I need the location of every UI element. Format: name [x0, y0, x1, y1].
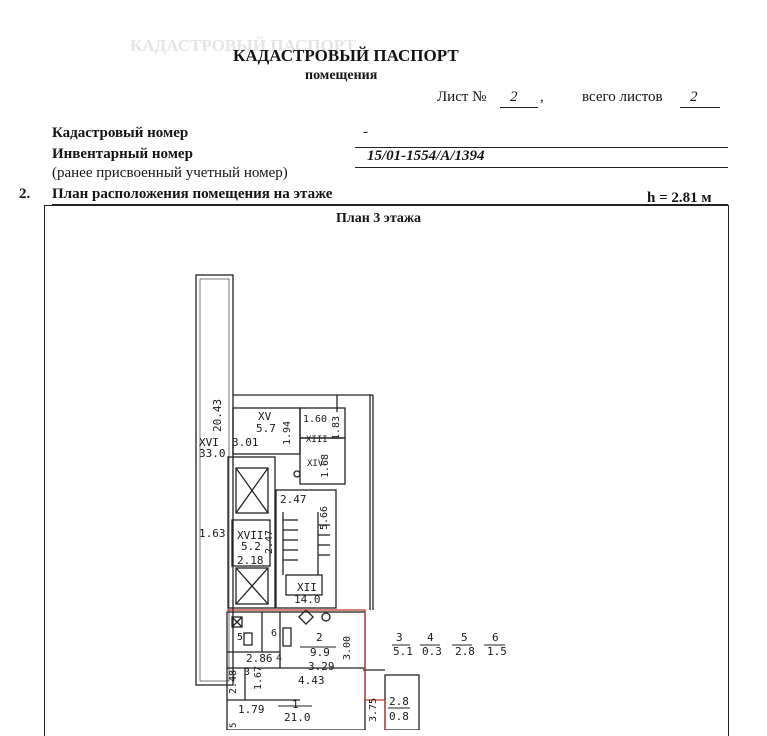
room-xiv-outline: [299, 437, 346, 485]
plan-wall-stroke: [235, 567, 269, 605]
plan-wall-stroke: [243, 632, 253, 646]
section-title: План расположения помещения на этаже: [52, 186, 333, 202]
dim-3-01: 3.01: [232, 436, 259, 449]
room-4-id: 4: [427, 631, 434, 644]
cadastral-number-line: [355, 147, 728, 148]
plan-frame: [44, 205, 729, 736]
room-xii-area: 14.0: [294, 593, 321, 606]
sheet-number-underline: [500, 107, 538, 108]
room-xiv-id: XIV: [307, 459, 324, 469]
dim-1-67: 1.67: [253, 666, 264, 690]
plan-wall-stroke: [293, 470, 301, 478]
plan-title: План 3 этажа: [336, 211, 422, 226]
room-xv-area: 5.7: [256, 422, 276, 435]
room-3-area: 5.1: [393, 645, 413, 658]
inventory-number-label: Инвентарный номер: [52, 146, 193, 162]
apartment-boundary-red: [227, 609, 386, 730]
dim-1-83: 1.83: [331, 416, 342, 440]
inventory-number-value: 15/01-1554/А/1394: [367, 148, 485, 164]
dim-20-43: 20.43: [211, 399, 224, 432]
cadastral-number-label: Кадастровый номер: [52, 125, 189, 141]
room-xvii-area: 5.2: [241, 540, 261, 553]
room-xv-id: XV: [258, 410, 272, 423]
section-number: 2.: [19, 186, 31, 202]
room-2-id: 2: [316, 631, 323, 644]
plan-wall-stroke: [285, 574, 323, 596]
dim-4-43: 4.43: [298, 674, 325, 687]
sheet-separator: ,: [540, 89, 544, 105]
room-5-area: 2.8: [455, 645, 475, 658]
room-3-id: 3: [396, 631, 403, 644]
dim-bottom-5: 5: [229, 723, 239, 728]
dim-1-63: 1.63: [199, 527, 226, 540]
dim-1-94: 1.94: [282, 421, 293, 445]
sheet-number: 2: [510, 89, 518, 105]
section-underline: [52, 204, 728, 205]
sheet-label: Лист №: [437, 89, 487, 105]
room-extra-area-bottom: 0.8: [389, 710, 409, 723]
room-1-area: 21.0: [284, 711, 311, 724]
dim-1-60: 1.60: [303, 414, 327, 425]
room-3-small-label: 3: [244, 667, 250, 678]
plan-wall-stroke: [235, 567, 269, 605]
inventory-number-line: [355, 167, 728, 168]
total-sheets-label: всего листов: [582, 89, 663, 105]
room-2-area: 9.9: [310, 646, 330, 659]
inventory-number-note: (ранее присвоенный учетный номер): [52, 165, 288, 181]
room-6-id: 6: [492, 631, 499, 644]
ghost-stamp-text: КАДАСТРОВЫЙ ПАСПОРТ: [130, 36, 356, 55]
room-xvi-outline: [195, 274, 234, 686]
plan-wall-stroke: [231, 616, 243, 628]
room-xvii-id: XVII: [237, 529, 264, 542]
room-xvii-outline: [231, 519, 271, 567]
dim-2-86: 2.86: [246, 652, 273, 665]
room-6-small-label: 6: [271, 628, 277, 639]
room-5-id: 5: [461, 631, 468, 644]
plan-wall-stroke: [199, 278, 230, 682]
plan-wall-stroke: [231, 616, 243, 628]
room-4-small-label: 4: [276, 653, 282, 664]
document-title: КАДАСТРОВЫЙ ПАСПОРТ: [233, 46, 459, 65]
room-xii-id: XII: [297, 581, 317, 594]
total-sheets-number: 2: [690, 89, 698, 105]
room-5-small-label: 5: [237, 632, 243, 643]
dim-2-48: 2.48: [228, 670, 239, 694]
dim-2-47-side: 2.47: [264, 530, 275, 554]
dim-3-29: 3.29: [308, 660, 335, 673]
plan-wall-stroke: [235, 467, 269, 514]
plan-wall-stroke: [282, 627, 292, 647]
room-4-area: 0.3: [422, 645, 442, 658]
total-sheets-underline: [680, 107, 720, 108]
dim-2-47-top: 2.47: [280, 493, 307, 506]
document-subtitle: помещения: [305, 68, 378, 83]
dim-1-79: 1.79: [238, 703, 265, 716]
ceiling-height: h = 2.81 м: [647, 190, 712, 206]
room-xiii-id: XIII: [306, 435, 328, 445]
room-xii-outline: [275, 489, 337, 609]
room-extra-area-top: 2.8: [389, 695, 409, 708]
dim-5-66: 5.66: [319, 506, 330, 530]
room-xvi-id: XVI: [199, 436, 219, 449]
room-6-area: 1.5: [487, 645, 507, 658]
dim-1-68: 1.68: [320, 454, 331, 478]
plan-wall-stroke: [227, 456, 276, 609]
dim-2-18: 2.18: [237, 554, 264, 567]
cadastral-number-value: -: [363, 124, 368, 140]
dim-3-00: 3.00: [342, 636, 353, 660]
room-xvi-area: 33.0: [199, 447, 226, 460]
plan-wall-stroke: [235, 467, 269, 514]
room-1-id: 1: [292, 698, 299, 711]
dim-3-75: 3.75: [368, 698, 379, 722]
plan-wall-stroke: [321, 612, 331, 622]
plan-wall-stroke: [298, 609, 314, 625]
